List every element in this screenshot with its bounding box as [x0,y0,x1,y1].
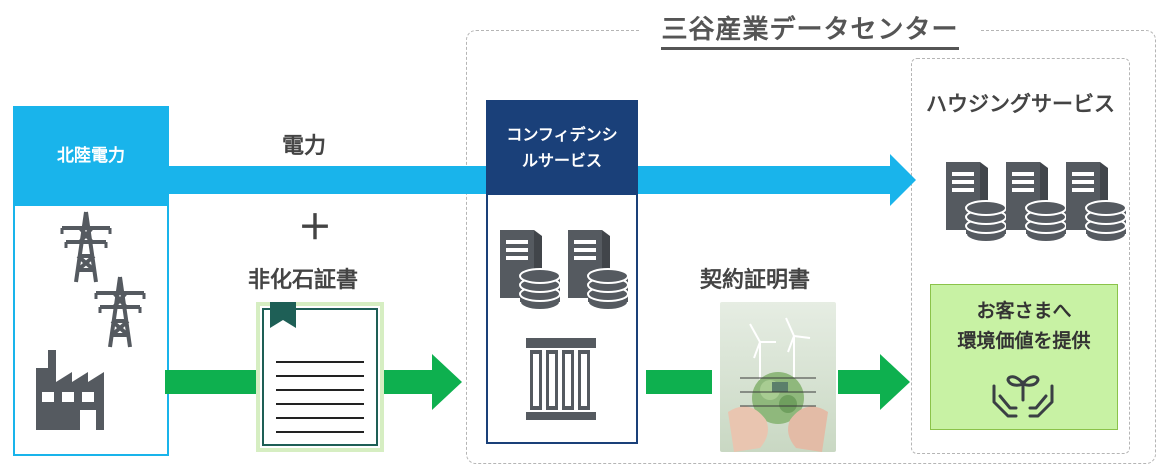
contract-arrow-segment [838,370,882,394]
earth-hands-image [720,302,836,452]
power-label: 電力 [282,134,327,159]
power-arrow-segment [637,166,892,194]
environmental-value-box [930,284,1118,430]
data-center-title: 三谷産業データセンター [640,8,980,52]
contract-certificate-label: 契約証明書 [700,268,811,293]
hands-seedling-icon [992,375,1054,418]
housing-service-container [911,58,1130,454]
server-icon [1006,162,1067,243]
server-icon [568,230,629,311]
document-icon [270,302,364,433]
contract-arrow-segment [646,370,712,394]
environmental-value-line1: お客さまへ [976,300,1072,322]
server-icon [500,230,561,311]
contract-arrow-head [880,354,910,410]
hokuriku-electric-label: 北陸電力 [13,106,169,206]
power-arrow-segment [169,166,489,194]
plus-sign: ＋ [298,208,332,248]
transmission-tower-icon [94,276,146,348]
non-fossil-certificate-label: 非化石証書 [248,268,359,293]
battery-rack-icon [526,338,596,420]
certificate-arrow-head [432,354,462,410]
server-icon [946,162,1007,243]
certificate-arrow-segment [165,370,257,394]
housing-service-title: ハウジングサービス [926,92,1115,116]
certificate-arrow-segment [384,370,434,394]
factory-icon [36,350,104,430]
server-icon [1066,162,1127,243]
power-arrow-head [890,154,916,206]
environmental-value-line2: 環境価値を提供 [957,330,1091,352]
transmission-tower-icon [60,211,112,283]
confidential-service-label: コンフィデンシ ルサービス [486,100,638,195]
